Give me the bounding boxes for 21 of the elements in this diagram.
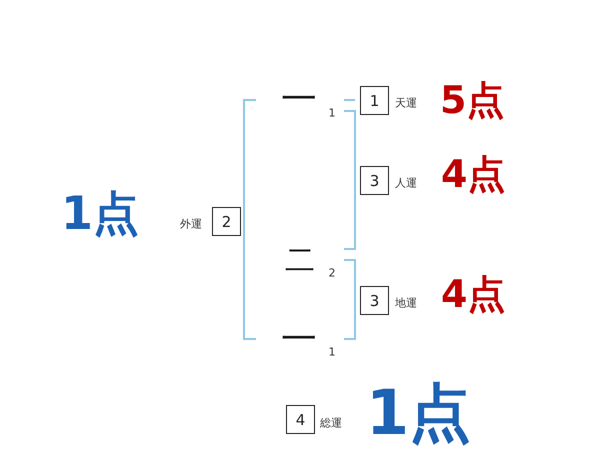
stroke-count: 2 bbox=[328, 268, 336, 278]
score-text: 4点 bbox=[441, 155, 506, 193]
fortune-label: 外運 bbox=[180, 218, 202, 230]
stroke-count: 1 bbox=[328, 108, 336, 118]
score-text: 1点 bbox=[61, 190, 140, 236]
score-text: 5点 bbox=[440, 81, 504, 119]
number-box: 3 bbox=[360, 166, 389, 195]
number-box: 1 bbox=[360, 86, 389, 115]
fortune-label: 地運 bbox=[395, 298, 417, 308]
name-character: 一 bbox=[281, 322, 317, 358]
fortune-label: 人運 bbox=[395, 178, 417, 188]
name-character: 一 bbox=[281, 82, 317, 118]
fortune-label: 天運 bbox=[395, 98, 417, 108]
stroke-count: 1 bbox=[328, 346, 336, 358]
number-box: 3 bbox=[360, 286, 389, 315]
number-box: 2 bbox=[212, 207, 241, 236]
fortune-label: 総運 bbox=[320, 418, 342, 428]
score-text: 1点 bbox=[366, 382, 472, 444]
name-character: 二 bbox=[285, 246, 315, 276]
number-box: 4 bbox=[286, 405, 315, 434]
score-text: 4点 bbox=[441, 275, 506, 313]
